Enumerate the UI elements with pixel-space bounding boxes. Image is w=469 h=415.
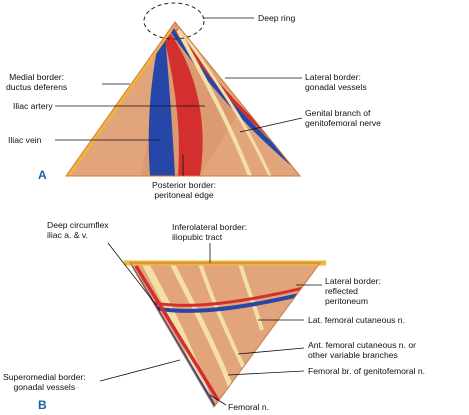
panel-b-leaders [99, 242, 322, 406]
label-femoral-br: Femoral br. of genitofemoral n. [308, 366, 426, 376]
label-ant-femoral-cutaneous: Ant. femoral cutaneous n. or other varia… [308, 340, 416, 360]
genital-branch-nerve-a-2 [180, 29, 272, 176]
label-femoral-n: Femoral n. [228, 402, 270, 412]
label-deep-ring: Deep ring [258, 13, 296, 23]
leader-femoral-n [209, 394, 227, 406]
leader-superomedial-border [99, 359, 181, 382]
gonadal-vein-a [169, 28, 300, 172]
leader-deep-circumflex [107, 242, 161, 311]
label-inferolateral-border: Inferolateral border: iliopubic tract [172, 222, 247, 242]
label-genital-branch: Genital branch of genitofemoral nerve [305, 108, 381, 128]
label-iliac-vein: Iliac vein [8, 135, 42, 145]
label-lat-femoral-cutaneous: Lat. femoral cutaneous n. [308, 315, 405, 325]
label-posterior-border: Posterior border: peritoneal edge [152, 180, 217, 200]
label-iliac-artery: Iliac artery [13, 101, 53, 111]
iliac-artery-shape [163, 30, 203, 176]
panel-a-leaders [55, 17, 303, 176]
iliac-vein-shape [148, 34, 175, 176]
panel-letter-b: B [38, 398, 47, 412]
panel-a-triangle [65, 21, 302, 177]
panel-letter-a: A [38, 168, 47, 182]
leader-femoral-br [227, 370, 305, 376]
leader-genital-branch [239, 117, 303, 133]
panel-b-triangle [124, 260, 326, 408]
label-superomedial-border: Superomedial border: gonadal vessels [3, 372, 86, 392]
ant-femoral-cutaneous-b [169, 263, 239, 401]
deep-ring-circle [143, 2, 205, 40]
triangle-outline-b [129, 262, 321, 408]
label-lateral-border-a: Lateral border: gonadal vessels [305, 72, 367, 92]
leader-ant-femoral-cutaneous [237, 347, 305, 355]
label-medial-border: Medial border: ductus deferens [6, 72, 68, 92]
gonadal-artery-b [134, 265, 220, 401]
label-deep-circumflex: Deep circumflex iliac a. & v. [47, 220, 109, 240]
label-lateral-border-b: Lateral border: reflected peritoneum [325, 276, 381, 306]
genital-branch-nerve-a [176, 29, 252, 176]
